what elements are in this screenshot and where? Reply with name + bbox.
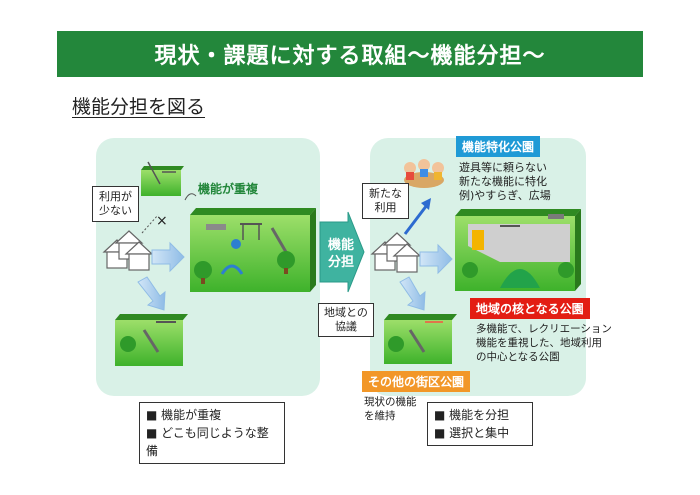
park-large-right: [455, 209, 581, 291]
consult-box: 地域との 協議: [318, 303, 374, 337]
right-note-2: ■ 選択と集中: [434, 424, 526, 442]
left-note-2: ■ どこも同じような整備: [146, 424, 278, 460]
consult-line1: 地域との: [324, 306, 368, 320]
core-desc-2: 機能を重視した、地域利用: [476, 336, 612, 350]
other-park-tag: その他の街区公園: [362, 371, 470, 392]
park-large-left: [190, 208, 316, 292]
special-park-desc: 遊具等に頼らない 新たな機能に特化 例)やすらぎ、広場: [459, 161, 551, 203]
special-desc-2: 新たな機能に特化: [459, 175, 551, 189]
houses-right: [372, 233, 420, 272]
other-desc-2: を維持: [364, 409, 417, 423]
other-park-desc: 現状の機能 を維持: [364, 395, 417, 423]
center-arrow-label-1: 機能: [328, 237, 354, 254]
core-park-tag: 地域の核となる公園: [470, 298, 590, 319]
right-notes: ■ 機能を分担 ■ 選択と集中: [427, 402, 533, 446]
new-use-line1: 新たな: [369, 187, 402, 201]
houses-left: [104, 231, 152, 270]
center-arrow-label-2: 分担: [328, 254, 354, 271]
arrow-right-right: [420, 245, 452, 273]
consult-line2: 協議: [324, 320, 368, 334]
special-desc-1: 遊具等に頼らない: [459, 161, 551, 175]
core-park-desc: 多機能で、レクリエーション 機能を重視した、地域利用 の中心となる公園: [476, 322, 612, 364]
right-note-1: ■ 機能を分担: [434, 406, 526, 424]
arrow-right-left: [152, 243, 184, 271]
park-bottom-left: [115, 314, 188, 366]
park-bottom-right: [384, 314, 457, 364]
left-note-1: ■ 機能が重複: [146, 406, 278, 424]
left-notes: ■ 機能が重複 ■ どこも同じような整備: [139, 402, 285, 464]
svg-text:×: ×: [156, 213, 168, 229]
special-park-tag: 機能特化公園: [456, 136, 540, 157]
arrow-down-right: [400, 277, 425, 310]
park-small-top: [141, 162, 184, 196]
kids-illustration: [404, 159, 444, 188]
new-use-box: 新たな 利用: [362, 183, 409, 219]
usage-low-line2: 少ない: [99, 204, 132, 218]
center-arrow-label: 機能 分担: [328, 237, 354, 271]
usage-low-box: 利用が 少ない: [92, 186, 139, 222]
usage-low-line1: 利用が: [99, 190, 132, 204]
other-desc-1: 現状の機能: [364, 395, 417, 409]
special-desc-3: 例)やすらぎ、広場: [459, 189, 551, 203]
new-use-line2: 利用: [369, 201, 402, 215]
arrow-down-left: [138, 277, 165, 310]
overlap-label: 機能が重複: [198, 182, 258, 196]
core-desc-1: 多機能で、レクリエーション: [476, 322, 612, 336]
core-desc-3: の中心となる公園: [476, 350, 612, 364]
